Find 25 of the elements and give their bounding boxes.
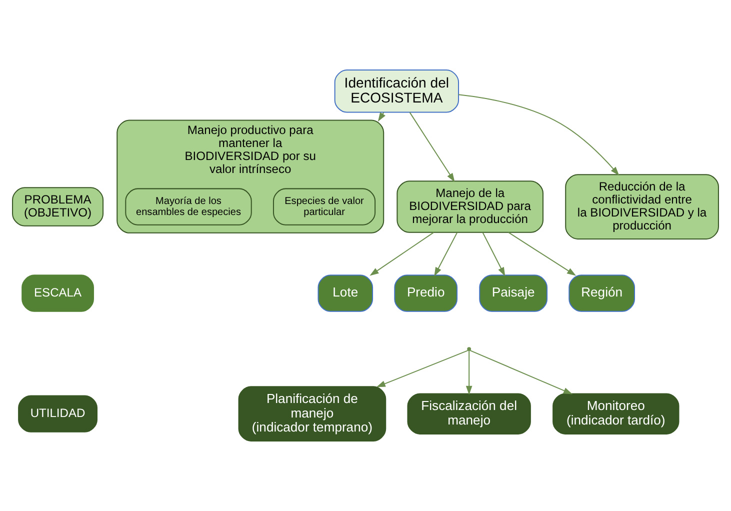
node-box: Fiscalización del manejo (407, 393, 531, 434)
node-box: PROBLEMA (OBJETIVO) (12, 187, 104, 226)
node-box: UTILIDAD (18, 395, 98, 432)
node-box: Lote (318, 274, 374, 312)
node-box: Monitoreo (indicador tardío) (552, 393, 680, 434)
arrow (508, 232, 576, 276)
node-box: Predio (394, 274, 458, 312)
node-box: Planificación de manejo (indicador temprano) (238, 386, 386, 442)
arrow (470, 350, 573, 394)
node-box: Reducción de la conflictividad entre la BIODIVERSIDAD y la producción (565, 174, 719, 240)
node-box: Identificación del ECOSISTEMA (334, 70, 460, 113)
node-box: Manejo de la BIODIVERSIDAD para mejorar la producción (396, 180, 544, 233)
node-box: Región (568, 274, 635, 312)
arrow (458, 94, 620, 176)
node-box: ESCALA (22, 274, 94, 312)
node-point (467, 347, 472, 351)
arrow (466, 350, 472, 395)
arrow (370, 232, 434, 276)
arrow (376, 350, 469, 388)
node-box: Paisaje (479, 274, 548, 312)
arrow (409, 112, 455, 182)
node-box: Mayoría de los ensambles de especies (125, 188, 252, 226)
arrow (482, 232, 506, 276)
arrow (434, 232, 458, 276)
node-box: Especies de valor particular (272, 188, 376, 226)
